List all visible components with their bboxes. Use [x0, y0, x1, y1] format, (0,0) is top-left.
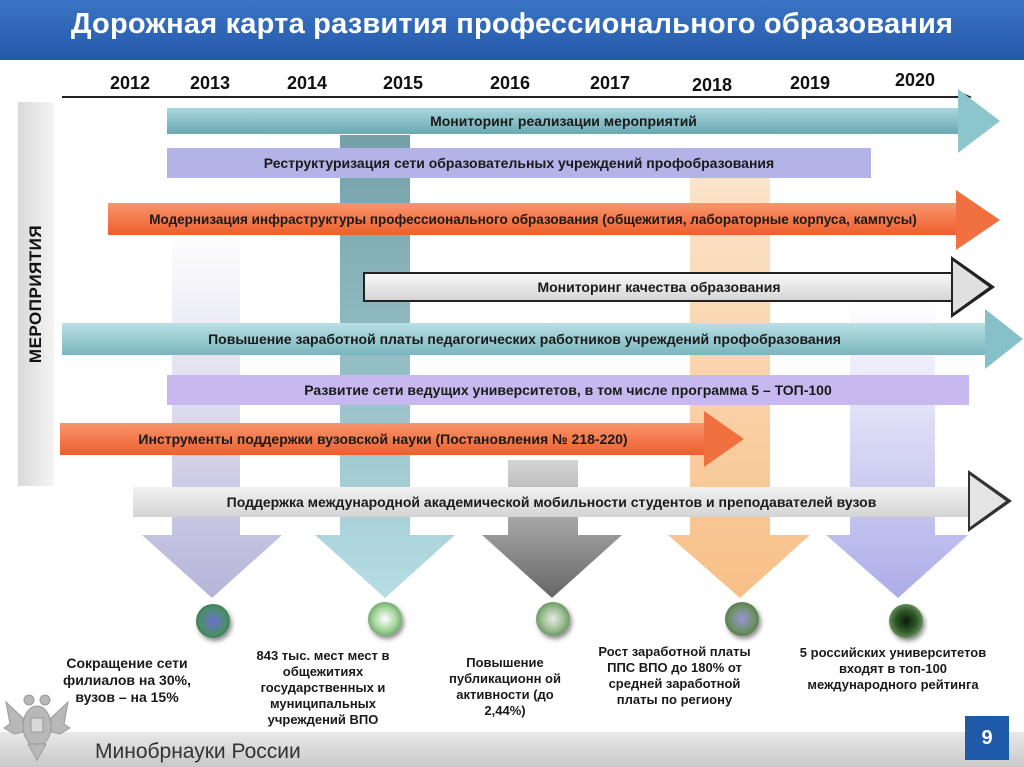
result-marker-3	[536, 602, 570, 636]
arrowhead-quality-monitoring-fill	[953, 261, 989, 313]
activity-infrastructure: Модернизация инфраструктуры профессионал…	[108, 203, 958, 235]
activity-international-mobility: Поддержка международной академической мо…	[133, 487, 970, 517]
header-banner: Дорожная карта развития профессиональног…	[0, 0, 1024, 60]
stream-arrow-1	[142, 230, 282, 598]
result-text-5: 5 российских университетов входят в топ-…	[799, 645, 987, 692]
stream-arrow-2	[315, 135, 455, 598]
year-2020: 2020	[895, 70, 936, 90]
activity-leading-universities: Развитие сети ведущих университетов, в т…	[167, 375, 969, 405]
result-marker-2	[368, 602, 402, 636]
stream-arrow-5	[826, 300, 968, 598]
year-2018: 2018	[692, 75, 733, 95]
activity-label: Мониторинг реализации мероприятий	[430, 112, 697, 129]
activity-science-support: Инструменты поддержки вузовской науки (П…	[60, 423, 706, 455]
activity-label: Развитие сети ведущих университетов, в т…	[304, 381, 832, 398]
result-text-2: 843 тыс. мест мест в общежитиях государс…	[256, 648, 390, 727]
activity-monitoring-implementation: Мониторинг реализации мероприятий	[167, 108, 960, 134]
activity-restructuring: Реструктуризация сети образовательных уч…	[167, 148, 871, 178]
arrowhead-science-support	[704, 411, 744, 467]
year-2013: 2013	[190, 73, 231, 93]
activity-quality-monitoring: Мониторинг качества образования	[363, 272, 953, 302]
activity-label: Реструктуризация сети образовательных уч…	[263, 154, 775, 171]
timeline-axis	[62, 96, 962, 98]
coat-of-arms-icon	[3, 694, 71, 762]
year-2016: 2016	[490, 73, 531, 93]
activities-side-label: МЕРОПРИЯТИЯ	[26, 224, 45, 364]
result-marker-1	[196, 604, 230, 638]
activity-label: Поддержка международной академической мо…	[226, 493, 877, 510]
year-2015: 2015	[383, 73, 424, 93]
result-marker-4	[725, 602, 759, 636]
activity-label: Модернизация инфраструктуры профессионал…	[149, 211, 917, 227]
result-text-4: Рост заработной платы ППС ВПО до 180% от…	[598, 644, 751, 707]
activity-label: Мониторинг качества образования	[537, 278, 781, 295]
side-panel	[18, 102, 54, 486]
activity-label: Повышение заработной платы педагогически…	[208, 330, 841, 347]
arrowhead-monitoring-implementation	[958, 89, 1000, 153]
ministry-name: Минобрнауки России	[95, 740, 301, 763]
result-text-1: Сокращение сети филиалов на 30%, вузов –…	[63, 655, 191, 705]
result-marker-5	[889, 604, 923, 638]
year-2012: 2012	[110, 73, 151, 93]
activity-salary-increase: Повышение заработной платы педагогически…	[62, 323, 987, 355]
year-2014: 2014	[287, 73, 328, 93]
page-number: 9	[965, 716, 1009, 760]
result-text-3: Повышение публикационн ой активности (до…	[449, 655, 561, 718]
footer-bar	[0, 732, 1024, 767]
page-title: Дорожная карта развития профессиональног…	[70, 8, 954, 40]
year-2017: 2017	[590, 73, 631, 93]
arrowhead-international-mobility-fill	[970, 475, 1006, 527]
activity-label: Инструменты поддержки вузовской науки (П…	[138, 430, 628, 447]
arrowhead-salary-increase	[985, 309, 1023, 369]
arrowhead-infrastructure	[956, 190, 1000, 250]
year-2019: 2019	[790, 73, 831, 93]
stream-arrow-3	[482, 460, 622, 598]
